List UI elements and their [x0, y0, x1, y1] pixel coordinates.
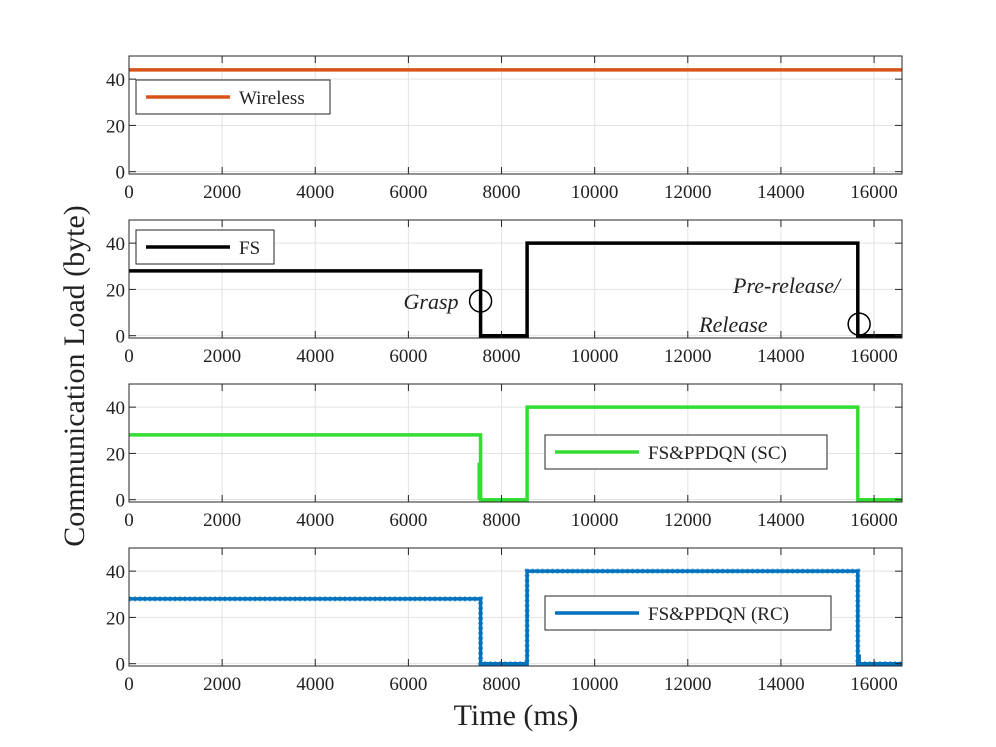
x-tick-label: 16000 — [850, 346, 898, 367]
x-tick-label: 10000 — [571, 182, 619, 203]
x-tick-label: 14000 — [757, 510, 805, 531]
x-tick-label: 14000 — [757, 182, 805, 203]
y-tick-label: 20 — [106, 444, 125, 465]
x-tick-label: 0 — [124, 346, 134, 367]
x-tick-label: 0 — [124, 182, 134, 203]
annotation-text: Pre-release/ — [732, 273, 842, 298]
legend: FS — [135, 229, 275, 265]
x-tick-label: 6000 — [389, 182, 427, 203]
y-tick-label: 20 — [106, 116, 125, 137]
x-tick-label: 10000 — [571, 346, 619, 367]
x-tick-label: 2000 — [203, 674, 241, 695]
annotation-text: Release — [698, 312, 768, 337]
x-tick-label: 10000 — [571, 674, 619, 695]
x-tick-label: 8000 — [483, 674, 521, 695]
x-tick-label: 4000 — [296, 346, 334, 367]
x-tick-label: 16000 — [850, 674, 898, 695]
x-tick-label: 2000 — [203, 346, 241, 367]
y-tick-label: 40 — [106, 398, 125, 419]
x-axis-label: Time (ms) — [454, 699, 579, 732]
subplot-4: 0 2000 4000 6000 8000 10000 12000 14000 16000 0 20… — [106, 547, 903, 695]
series-line-1 — [129, 569, 902, 666]
x-tick-label: 4000 — [296, 510, 334, 531]
x-tick-label: 14000 — [757, 346, 805, 367]
x-tick-label: 16000 — [850, 182, 898, 203]
x-tick-label: 16000 — [850, 510, 898, 531]
x-tick-label: 4000 — [296, 674, 334, 695]
y-tick-label: 40 — [106, 562, 125, 583]
y-tick-label: 0 — [116, 655, 126, 676]
legend-label: FS&PPDQN (SC) — [648, 443, 787, 464]
x-tick-label: 12000 — [664, 182, 712, 203]
x-tick-label: 0 — [124, 674, 134, 695]
x-tick-label: 12000 — [664, 674, 712, 695]
x-tick-label: 12000 — [664, 510, 712, 531]
legend: Wireless — [135, 79, 331, 115]
subplot-1: 0 2000 4000 6000 8000 10000 12000 14000 16000 0 20… — [106, 55, 903, 203]
x-tick-label: 14000 — [757, 674, 805, 695]
subplot-2: 0 2000 4000 6000 8000 10000 12000 14000 16000 0 20… — [106, 219, 903, 367]
x-tick-label: 8000 — [483, 510, 521, 531]
x-tick-label: 8000 — [483, 346, 521, 367]
y-tick-label: 0 — [116, 163, 126, 184]
x-tick-label: 2000 — [203, 182, 241, 203]
axes-box — [128, 383, 903, 503]
x-tick-label: 6000 — [389, 674, 427, 695]
event-marker-circle — [468, 289, 493, 313]
legend: FS&PPDQN (RC) — [544, 595, 832, 631]
y-tick-label: 40 — [106, 70, 125, 91]
x-tick-label: 6000 — [389, 346, 427, 367]
x-tick-label: 8000 — [483, 182, 521, 203]
y-axis-label: Communication Load (byte) — [58, 205, 91, 547]
series-line-1 — [129, 241, 902, 338]
series-line-1 — [129, 405, 902, 502]
axes-box — [128, 55, 903, 175]
event-marker-circle — [847, 312, 871, 336]
annotation-text: Grasp — [404, 289, 459, 314]
subplot-3: 0 2000 4000 6000 8000 10000 12000 14000 16000 0 20… — [106, 383, 903, 531]
legend-label: Wireless — [239, 88, 305, 109]
axes-box — [128, 547, 903, 667]
axes-box — [128, 219, 903, 339]
x-tick-label: 0 — [124, 510, 134, 531]
legend-label: FS — [239, 238, 260, 259]
y-tick-label: 0 — [116, 491, 126, 512]
x-tick-label: 6000 — [389, 510, 427, 531]
x-tick-label: 12000 — [664, 346, 712, 367]
y-tick-label: 20 — [106, 280, 125, 301]
legend-label: FS&PPDQN (RC) — [648, 604, 789, 625]
legend: FS&PPDQN (SC) — [544, 434, 828, 470]
x-tick-label: 4000 — [296, 182, 334, 203]
y-tick-label: 20 — [106, 608, 125, 629]
x-tick-label: 10000 — [571, 510, 619, 531]
y-tick-label: 40 — [106, 234, 125, 255]
x-tick-label: 2000 — [203, 510, 241, 531]
y-tick-label: 0 — [116, 327, 126, 348]
